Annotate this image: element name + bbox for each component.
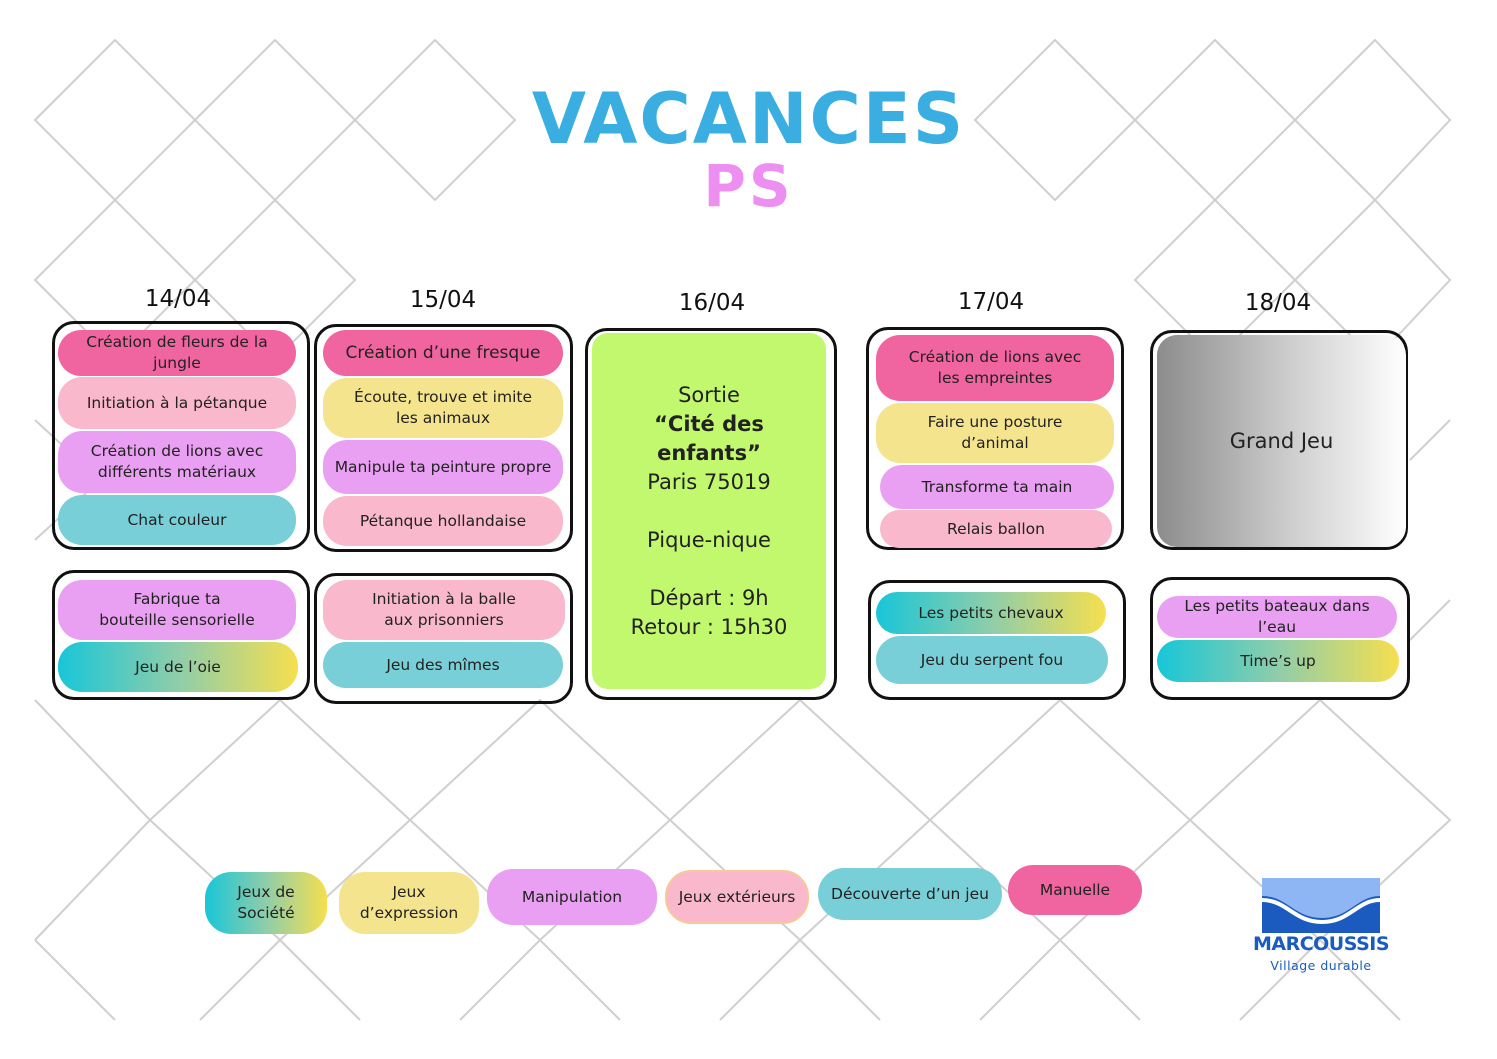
activity-item: Création de fleurs de la jungle: [58, 330, 296, 376]
outing-return: Retour : 15h30: [630, 615, 788, 639]
activity-item: Jeu de l’oie: [58, 642, 298, 692]
activity-item: Fabrique ta bouteille sensorielle: [58, 580, 296, 640]
legend-expression: Jeux d’expression: [339, 872, 479, 934]
date-day-4: 17/04: [957, 289, 1025, 315]
activity-item: Initiation à la pétanque: [58, 377, 296, 429]
legend-exterieurs: Jeux extérieurs: [665, 870, 809, 924]
activity-item: Manipule ta peinture propre: [323, 440, 563, 494]
day-5-afternoon-box: [1150, 577, 1410, 700]
date-day-1: 14/04: [144, 286, 212, 312]
date-day-3: 16/04: [678, 290, 746, 316]
activity-item: Faire une posture d’animal: [876, 403, 1114, 463]
day-1-morning-box: [52, 321, 310, 550]
page-title: VACANCES: [531, 78, 966, 160]
activity-item: Chat couleur: [58, 495, 296, 545]
activity-item: Transforme ta main: [880, 465, 1114, 509]
activity-item: Initiation à la balle aux prisonniers: [323, 580, 565, 640]
activity-item: Jeu du serpent fou: [876, 636, 1108, 684]
logo-tagline: Village durable: [1270, 958, 1372, 973]
activity-item: Pétanque hollandaise: [323, 496, 563, 546]
activity-item: Relais ballon: [880, 510, 1112, 548]
outing-place-2: enfants”: [657, 441, 761, 465]
activity-item: Time’s up: [1157, 640, 1399, 682]
activity-item: Jeu des mîmes: [323, 642, 563, 688]
day-4-morning-box: [866, 327, 1124, 550]
day-5-morning-box: [1150, 330, 1408, 550]
day-1-afternoon-box: [52, 570, 310, 700]
activity-item: Création d’une fresque: [323, 330, 563, 376]
outing-picnic: Pique-nique: [647, 528, 771, 552]
activity-item: Création de lions avec les empreintes: [876, 335, 1114, 401]
day-2-afternoon-box: [314, 573, 573, 704]
legend-societe: Jeux de Société: [205, 872, 327, 934]
activity-item: Les petits bateaux dans l’eau: [1157, 596, 1397, 638]
legend-decouverte: Découverte d’un jeu: [818, 868, 1002, 920]
outing-place-1: “Cité des: [654, 412, 764, 436]
outing-card: Sortie “Cité des enfants” Paris 75019 Pi…: [592, 333, 826, 689]
day-3-box: [585, 328, 837, 700]
marcoussis-logo-icon: [1262, 878, 1381, 933]
legend-manuelle: Manuelle: [1008, 865, 1142, 915]
date-day-2: 15/04: [409, 287, 477, 313]
legend-manipulation: Manipulation: [487, 869, 657, 925]
outing-departure: Départ : 9h: [649, 586, 769, 610]
day-2-morning-box: [314, 324, 573, 552]
logo-name: MARCOUSSIS: [1252, 933, 1390, 955]
date-day-5: 18/04: [1244, 290, 1312, 316]
activity-item: Création de lions avec différents matéri…: [58, 431, 296, 493]
outing-label: Sortie: [678, 383, 740, 407]
activity-item: Écoute, trouve et imite les animaux: [323, 378, 563, 438]
grand-jeu-card: Grand Jeu: [1157, 335, 1406, 547]
day-4-afternoon-box: [868, 580, 1126, 700]
activity-item: Les petits chevaux: [876, 592, 1106, 634]
outing-city: Paris 75019: [647, 470, 771, 494]
page-subtitle: PS: [703, 152, 794, 220]
